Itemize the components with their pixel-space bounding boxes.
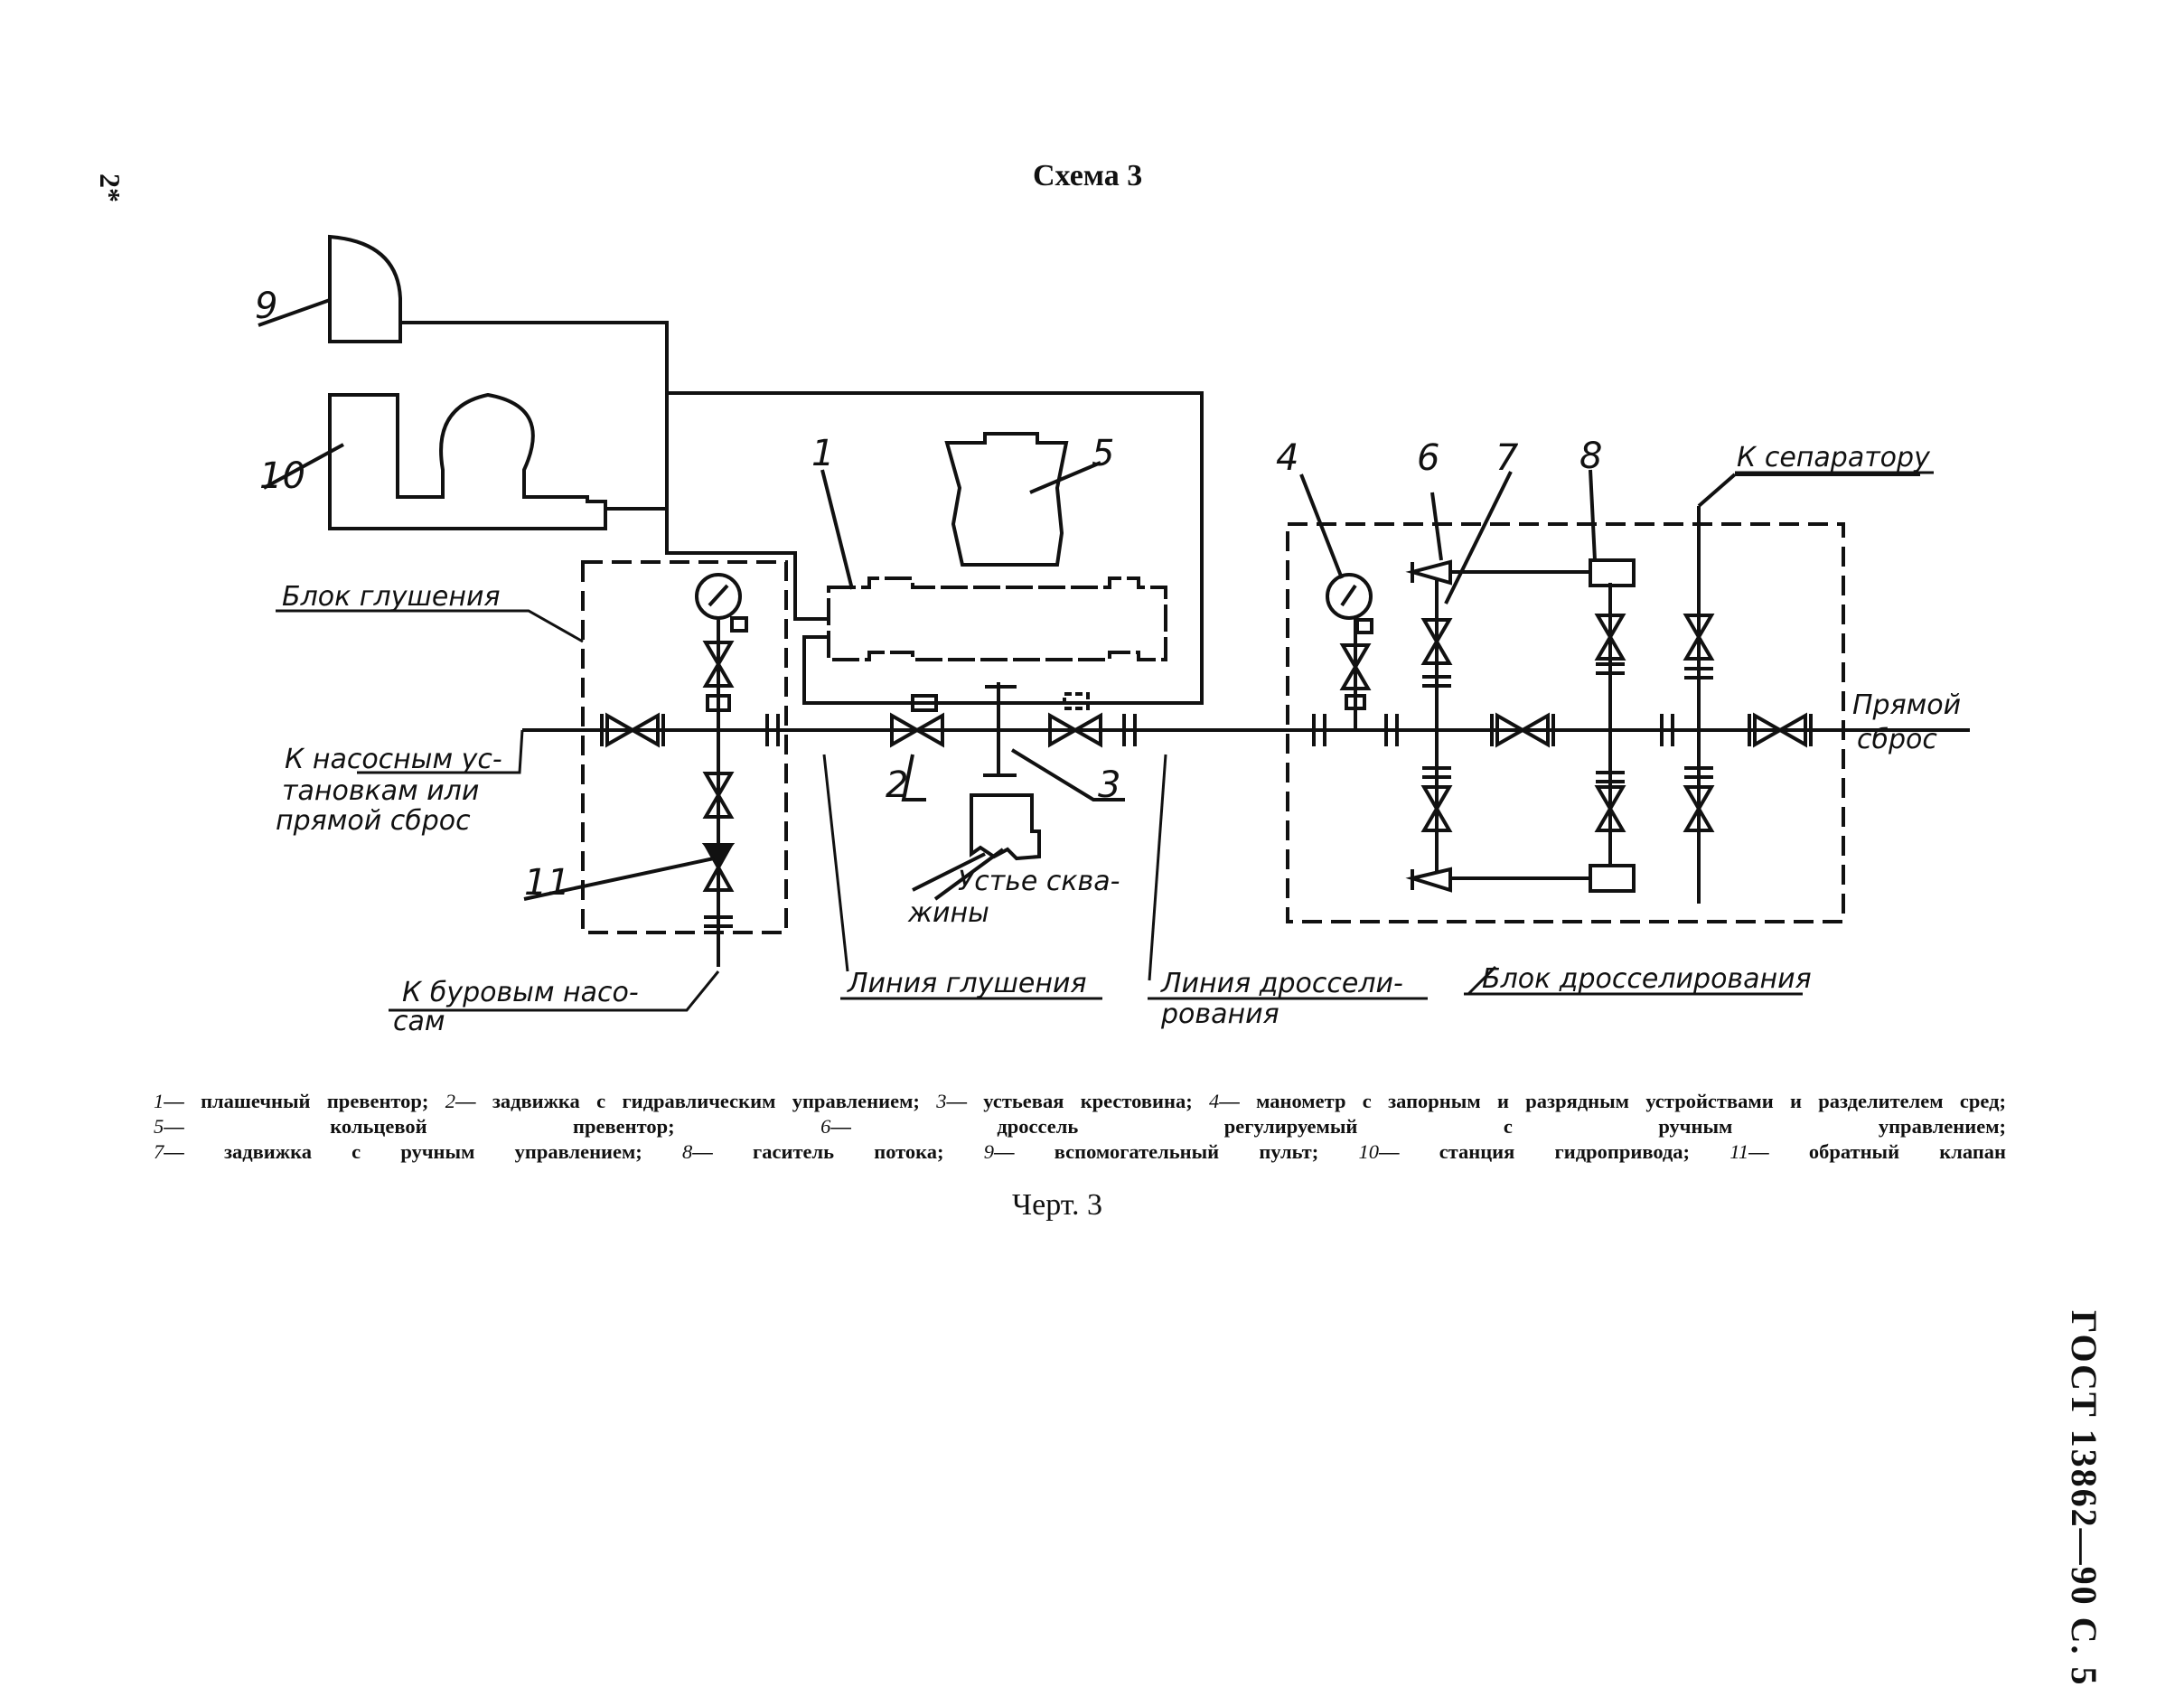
ram-preventer-1 bbox=[820, 469, 1167, 661]
label-2: 2 bbox=[886, 764, 908, 806]
label-4: 4 bbox=[1276, 437, 1298, 479]
standard-number: ГОСТ 13862—90 С. 5 bbox=[2064, 1310, 2104, 1687]
wellhead-section bbox=[890, 692, 1137, 901]
legend-line-1: 1— плашечный превентор; 2— задвижка с ги… bbox=[154, 1090, 2006, 1112]
label-1: 1 bbox=[811, 433, 834, 474]
label-direct-1: Прямой bbox=[1852, 689, 1961, 721]
label-choke-line-1: Линия дроссели- bbox=[1160, 968, 1403, 999]
scheme-title: Схема 3 bbox=[1033, 159, 1142, 192]
choke-block-frame bbox=[1286, 522, 1845, 923]
label-kill-block: Блок глушения bbox=[282, 581, 501, 613]
kill-block-frame bbox=[581, 560, 788, 934]
label-to-pumps-2: тановкам или bbox=[282, 775, 479, 807]
label-underlines bbox=[840, 471, 1934, 1000]
page-marker: 2* bbox=[94, 173, 127, 202]
label-wellhead-2: жины bbox=[907, 897, 989, 929]
label-choke-block: Блок дросселирования bbox=[1482, 963, 1812, 995]
bottom-leaders bbox=[357, 729, 1497, 1012]
legend-line-2: 5— кольцевой превентор; 6— дроссель регу… bbox=[154, 1115, 2007, 1138]
figure-label: Черт. 3 bbox=[1012, 1188, 1103, 1222]
label-to-pumps-1: К насосным ус- bbox=[285, 744, 502, 775]
label-kill-line: Линия глушения bbox=[847, 968, 1087, 999]
label-8: 8 bbox=[1579, 436, 1602, 477]
legend-line-3: 7— задвижка с ручным управлением; 8— гас… bbox=[154, 1140, 2007, 1163]
label-to-separator: К сепаратору bbox=[1737, 442, 1931, 473]
kill-block-leader bbox=[276, 609, 584, 643]
label-7: 7 bbox=[1495, 437, 1519, 479]
label-3: 3 bbox=[1098, 764, 1120, 806]
label-5: 5 bbox=[1092, 433, 1114, 474]
label-wellhead-1: Устье сква- bbox=[958, 866, 1120, 897]
main-flow-line bbox=[522, 682, 1970, 777]
choke-block-internals bbox=[1299, 469, 1920, 904]
drawing-page: 9 10 1 5 4 6 7 8 2 3 11 Блок глушения К … bbox=[94, 159, 2104, 1687]
kill-block-internals bbox=[523, 573, 780, 967]
auxiliary-panel-9 bbox=[258, 234, 402, 343]
label-11: 11 bbox=[524, 862, 570, 904]
label-9: 9 bbox=[255, 286, 277, 327]
label-to-mud-pumps-1: К буровым насо- bbox=[402, 977, 639, 1008]
schematic-diagram: 9 10 1 5 4 6 7 8 2 3 11 Блок глушения К … bbox=[255, 159, 1970, 1037]
control-lines bbox=[400, 321, 1204, 705]
hydraulic-station-10 bbox=[263, 392, 607, 530]
label-10: 10 bbox=[259, 455, 305, 497]
label-to-pumps-3: прямой сброс bbox=[276, 805, 471, 837]
label-to-mud-pumps-2: сам bbox=[393, 1006, 445, 1037]
label-6: 6 bbox=[1417, 437, 1439, 479]
label-choke-line-2: рования bbox=[1160, 998, 1279, 1030]
annular-preventer-5 bbox=[944, 432, 1101, 567]
label-direct-2: сброс bbox=[1857, 724, 1937, 755]
